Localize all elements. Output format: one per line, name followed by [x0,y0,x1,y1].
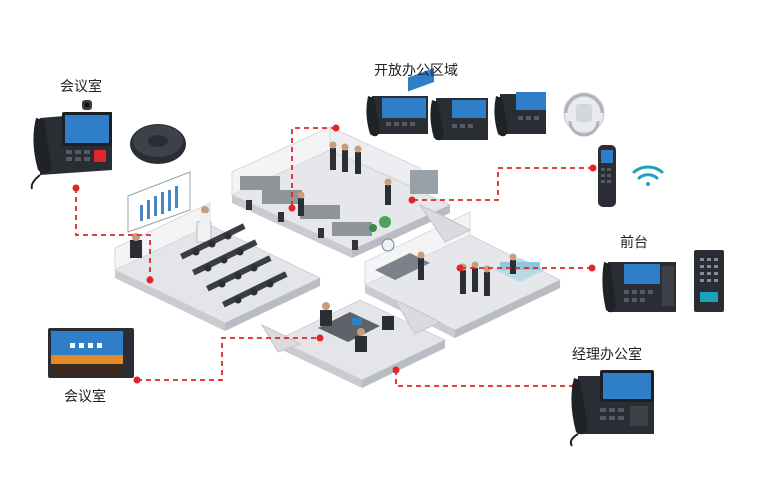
office-floorplan [113,68,562,388]
connector-dect [412,167,593,201]
desk-phone-icon-2 [430,98,488,141]
label-meeting-room-top: 会议室 [60,79,102,95]
video-panel-icon [48,328,134,378]
conference-speaker-icon [130,124,186,164]
desk-phone-icon-1 [366,96,428,137]
wifi-icon [632,165,664,186]
label-manager-office: 经理办公室 [572,347,642,363]
connector-meeting-top [75,188,151,280]
stairs [260,203,472,353]
manager-office-interior [318,302,394,352]
reception-interior [375,68,545,296]
label-meeting-room-bottom: 会议室 [64,389,106,405]
dect-base-icon [563,92,605,137]
door-intercom-icon [694,250,724,312]
label-front-desk: 前台 [620,235,648,251]
desk-phone-icon-3 [494,92,546,137]
video-desk-phone-icon [30,100,112,190]
people-open-office [297,141,392,216]
connector-manager [395,370,575,387]
front-desk-phone-icon [602,262,676,313]
connector-meeting-bottom [137,337,320,381]
connector-lines [75,127,593,387]
meeting-room-interior [127,171,288,308]
dect-handset-icon [598,145,616,207]
label-open-office: 开放办公区域 [374,63,458,79]
manager-video-phone-icon [569,370,654,447]
